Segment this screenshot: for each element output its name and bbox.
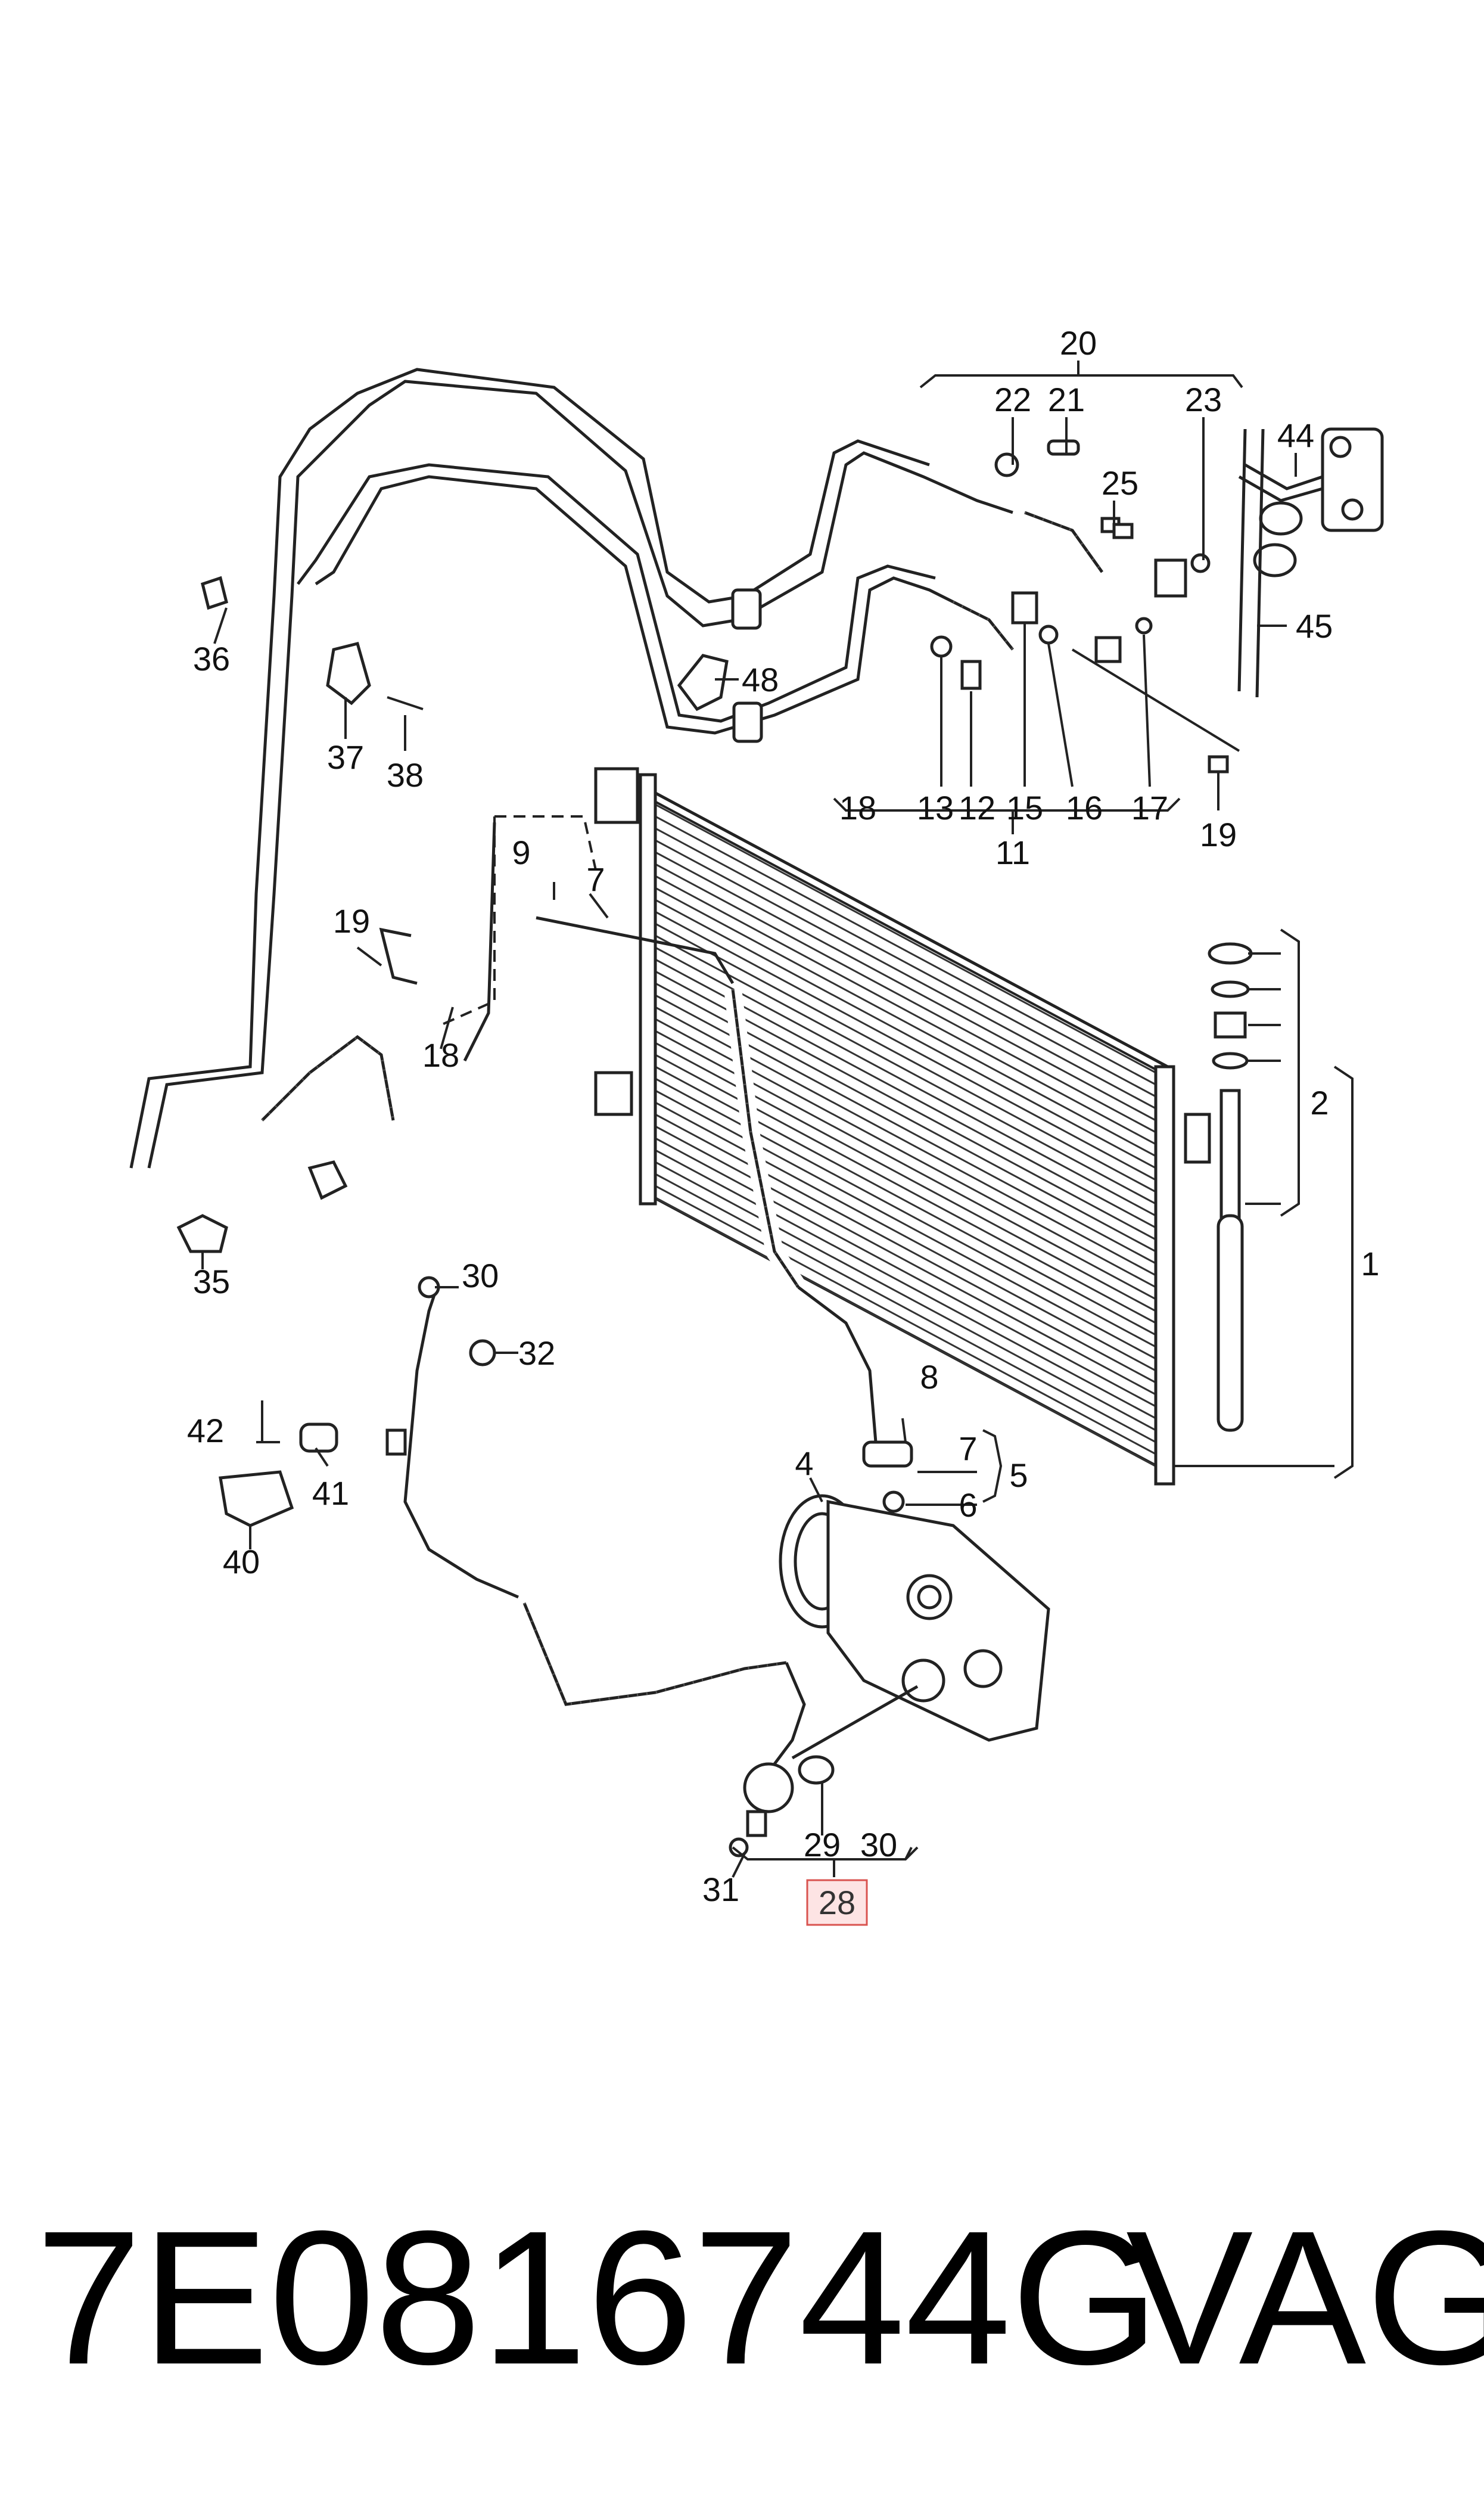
highlight-part-28[interactable]: 28 <box>806 1879 868 1926</box>
condenser-fin <box>655 887 1156 1157</box>
callout-25: 25 <box>1102 464 1138 502</box>
condenser-fin <box>655 923 1156 1193</box>
callout-31: 31 <box>702 1871 739 1908</box>
callout-17: 17 <box>1131 789 1168 827</box>
brand-name: VAG <box>1126 2191 1484 2404</box>
callout-19-right: 19 <box>1200 816 1237 853</box>
part-number: 7E0816744G <box>36 2191 1160 2404</box>
condenser-fin <box>655 1185 1156 1455</box>
callout-9: 9 <box>512 834 530 871</box>
condenser-fin <box>655 911 1156 1181</box>
callout-8: 8 <box>920 1358 938 1396</box>
callout-12: 12 <box>959 789 995 827</box>
callout-37: 37 <box>327 738 364 776</box>
callout-36: 36 <box>193 640 230 678</box>
condenser-fin <box>655 1197 1156 1467</box>
callout-48: 48 <box>742 661 779 698</box>
callout-16: 16 <box>1066 789 1103 827</box>
callout-15: 15 <box>1006 789 1043 827</box>
condenser-fin <box>655 1161 1156 1431</box>
callout-32: 32 <box>518 1334 555 1372</box>
callout-45: 45 <box>1296 607 1333 645</box>
condenser-fin <box>655 863 1156 1133</box>
condenser-fin <box>655 1066 1156 1336</box>
callout-28: 28 <box>819 1884 855 1921</box>
condenser-fin <box>655 1113 1156 1384</box>
callout-23: 23 <box>1185 381 1222 418</box>
callout-29: 29 <box>804 1826 841 1863</box>
upper-pipes <box>129 368 1013 1169</box>
condenser-fin <box>655 827 1156 1098</box>
condenser-fin <box>655 815 1156 1086</box>
highlight-box <box>806 1879 868 1926</box>
condenser <box>594 767 1211 1486</box>
condenser-fin <box>655 851 1156 1122</box>
callout-6: 6 <box>959 1486 977 1524</box>
condenser-fin <box>655 1137 1156 1408</box>
callout-22: 22 <box>994 381 1031 418</box>
callout-11: 11 <box>995 834 1030 871</box>
expansion-valve <box>1237 427 1384 698</box>
condenser-fin <box>655 875 1156 1145</box>
condenser-fin <box>655 1125 1156 1396</box>
callout-18-top: 18 <box>839 789 876 827</box>
callout-19-left: 19 <box>333 902 370 940</box>
callout-30-lower: 30 <box>860 1826 897 1863</box>
callout-40: 40 <box>223 1543 260 1580</box>
callout-7-lower: 7 <box>959 1430 977 1467</box>
callout-20: 20 <box>1060 324 1097 362</box>
callout-21: 21 <box>1048 381 1085 418</box>
callouts: 20 22 21 23 44 25 45 48 36 37 38 18 13 1… <box>187 324 1380 1908</box>
callout-18-left: 18 <box>422 1036 459 1074</box>
callout-7-upper: 7 <box>586 861 605 898</box>
condenser-fin <box>655 839 1156 1110</box>
callout-44: 44 <box>1277 417 1314 454</box>
condenser-fin <box>655 1149 1156 1420</box>
condenser-fin <box>655 1089 1156 1360</box>
condenser-fin <box>655 1077 1156 1348</box>
callout-30-upper: 30 <box>462 1257 499 1294</box>
compressor <box>779 1494 1050 1742</box>
callout-5: 5 <box>1009 1456 1028 1494</box>
callout-41: 41 <box>312 1474 349 1512</box>
condenser-fin <box>655 934 1156 1205</box>
callout-35: 35 <box>193 1263 230 1300</box>
condenser-fin <box>655 1101 1156 1372</box>
fittings-group <box>930 439 1229 774</box>
callout-1: 1 <box>1361 1245 1379 1282</box>
leader-lines <box>201 361 1297 1878</box>
callout-2: 2 <box>1310 1084 1329 1122</box>
condenser-fin <box>655 803 1156 1074</box>
condenser-fin <box>655 899 1156 1169</box>
callout-42: 42 <box>187 1412 224 1449</box>
condenser-fin <box>655 1173 1156 1443</box>
callout-13: 13 <box>917 789 954 827</box>
callout-4: 4 <box>795 1445 813 1482</box>
receiver-dryer <box>1208 942 1253 1432</box>
callout-38: 38 <box>387 756 424 794</box>
